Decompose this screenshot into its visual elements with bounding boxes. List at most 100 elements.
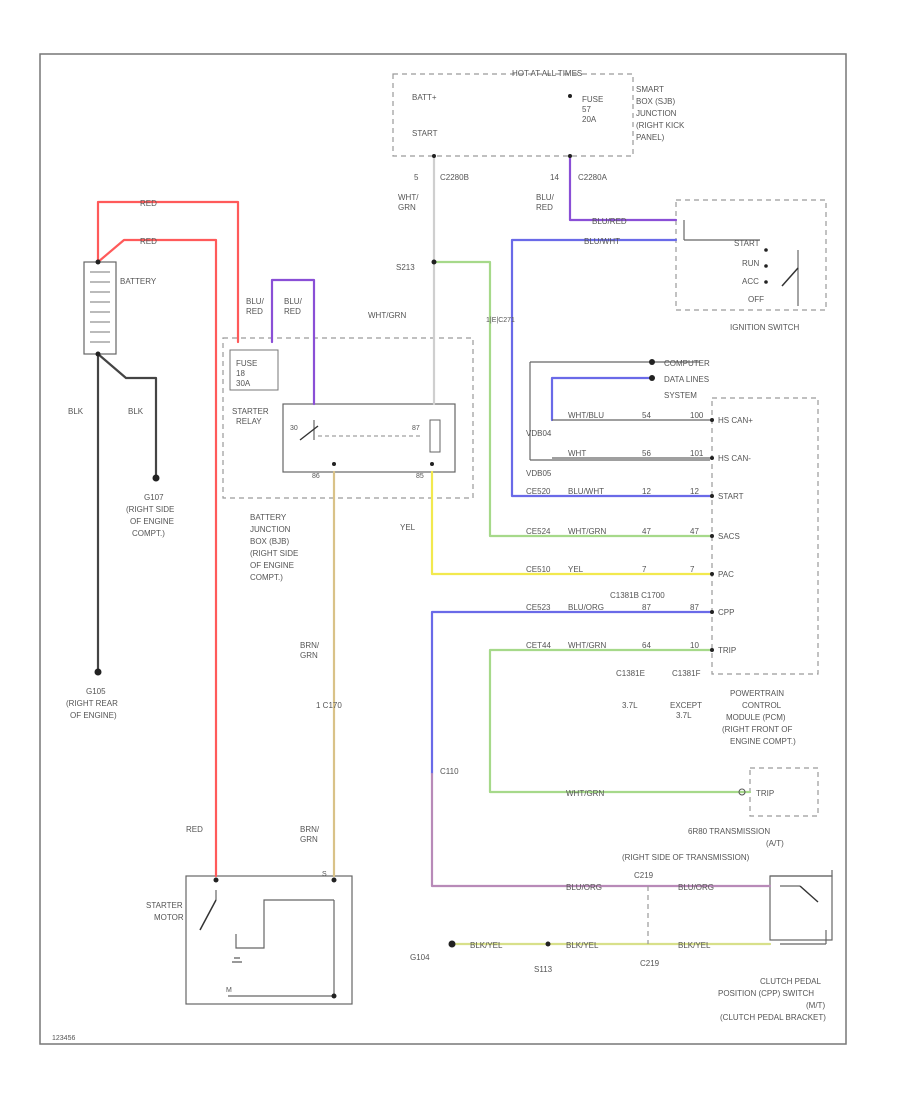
- g105-ground-icon: [94, 668, 102, 676]
- ignition-label: IGNITION SWITCH: [730, 323, 800, 332]
- trans-label-1: 6R80 TRANSMISSION: [688, 827, 770, 836]
- cpp-label-3: (M/T): [806, 1001, 825, 1010]
- brn-grn-1b: GRN: [300, 651, 318, 660]
- cpp-switch-top: [770, 870, 833, 877]
- sjb-fuse-num: 57: [582, 105, 591, 114]
- brn-grn-2a: BRN/: [300, 825, 320, 834]
- sjb-label-1: SMART: [636, 85, 664, 94]
- c219-label-1: C219: [634, 871, 654, 880]
- brn-grn-2b: GRN: [300, 835, 318, 844]
- pcm-row-pin-b: 7: [690, 565, 695, 574]
- starter-relay-box: [282, 403, 456, 473]
- purple-wire-bjb-relay: [270, 278, 316, 406]
- pcm-row-conn: CE524: [526, 527, 551, 536]
- blue-wire-data: [550, 376, 654, 422]
- pcm-row-pin-b: 10: [690, 641, 699, 650]
- cpp-wire-3: BLK/YEL: [470, 941, 503, 950]
- cpp-switch-box: [769, 875, 833, 941]
- pcm-row-pin-b: 100: [690, 411, 704, 420]
- g107-ground-icon: [152, 474, 160, 482]
- ign-wire-2: BLU/WHT: [584, 237, 620, 246]
- trans-trip-icon: [738, 788, 746, 796]
- pcm-row-pin-b: 12: [690, 487, 699, 496]
- pcm-pin-dot: [710, 610, 714, 614]
- relay-title-1: STARTER: [232, 407, 269, 416]
- conn-c2280a: C2280A: [578, 173, 608, 182]
- sjb-fuse-amp: 20A: [582, 115, 597, 124]
- sjb-label-5: PANEL): [636, 133, 665, 142]
- diagram-border: [39, 53, 847, 1045]
- trans-label-3: (RIGHT SIDE OF TRANSMISSION): [622, 853, 750, 862]
- battery-icon: [83, 261, 117, 355]
- blue-wire-start: [510, 238, 714, 498]
- wire-red-2: RED: [140, 237, 157, 246]
- g107-label-4: COMPT.): [132, 529, 165, 538]
- pcm-conn-1381f: C1381F: [672, 669, 701, 678]
- pcm-row-pin-label: PAC: [718, 570, 734, 579]
- pcm-pin-dot: [710, 418, 714, 422]
- pcm-row-pin-b: 47: [690, 527, 699, 536]
- pcm-row-conn: CE520: [526, 487, 551, 496]
- pcm-row-conn: CET44: [526, 641, 551, 650]
- ignition-switch-icon: [683, 220, 799, 306]
- diagram-code: 123456: [52, 1035, 75, 1042]
- bjb-blu-red-2a: BLU/: [284, 297, 303, 306]
- cpp-label-2: POSITION (CPP) SWITCH: [718, 989, 814, 998]
- g107-label-2: (RIGHT SIDE: [126, 505, 174, 514]
- pcm-row-pin-a: 64: [642, 641, 651, 650]
- sjb-box-title: HOT AT ALL TIMES: [512, 69, 582, 78]
- blk-wire-g107: [96, 352, 158, 480]
- pcm-label-2: CONTROL: [742, 701, 782, 710]
- pin-c2280a: 14: [550, 173, 559, 182]
- s213-label: S213: [396, 263, 415, 272]
- bjb-fuse-num: 18: [236, 369, 245, 378]
- battery-cells-icon: [90, 271, 110, 343]
- ign-pos-acc: ACC: [742, 277, 759, 286]
- relay-contacts-icon: [299, 419, 441, 466]
- wire-wht-grn-2: GRN: [398, 203, 416, 212]
- ignition-switch-box: [675, 199, 827, 311]
- brn-grn-1a: BRN/: [300, 641, 320, 650]
- trans-trip: TRIP: [756, 789, 774, 798]
- pcm-label-4: (RIGHT FRONT OF: [722, 725, 792, 734]
- g104-label: G104: [410, 953, 430, 962]
- sjb-batt-plus: BATT+: [412, 93, 437, 102]
- cpp-switch-icon: [780, 885, 827, 945]
- yel-label: YEL: [400, 523, 416, 532]
- violet-wire-cpp: [430, 772, 772, 888]
- trans-wht-grn: WHT/GRN: [566, 789, 604, 798]
- s113-label: S113: [534, 965, 553, 974]
- pcm-pin-dot: [710, 648, 714, 652]
- starter-pin-s: S: [322, 871, 327, 878]
- pcm-row-pin-a: 87: [642, 603, 651, 612]
- relay-pin-86: 86: [312, 473, 320, 480]
- red-motor-label: RED: [186, 825, 203, 834]
- cpp-label-4: (CLUTCH PEDAL BRACKET): [720, 1013, 826, 1022]
- g105-label-2: (RIGHT REAR: [66, 699, 118, 708]
- wire-blk-1: BLK: [68, 407, 84, 416]
- bjb-wht-grn: WHT/GRN: [368, 311, 406, 320]
- cpp-label-1: CLUTCH PEDAL: [760, 977, 821, 986]
- green-wire-sacs: [432, 260, 714, 538]
- pcm-row-pin-b: 101: [690, 449, 704, 458]
- cpp-wire-2: BLU/ORG: [678, 883, 714, 892]
- g104-ground-icon: [448, 940, 456, 948]
- conn-c2280b: C2280B: [440, 173, 469, 182]
- starter-motor-icon: [199, 877, 337, 999]
- sjb-start: START: [412, 129, 438, 138]
- g107-label-1: G107: [144, 493, 164, 502]
- cpp-wire-5: BLK/YEL: [678, 941, 711, 950]
- bjb-fuse-icon: [229, 349, 279, 391]
- cpp-wire-1: BLU/ORG: [566, 883, 602, 892]
- ign-pos-off: OFF: [748, 295, 764, 304]
- pcm-row-wire: YEL: [568, 565, 584, 574]
- wire-blu-red-1: BLU/: [536, 193, 555, 202]
- wire-blk-2: BLK: [128, 407, 144, 416]
- pcm-row-wire: WHT/GRN: [568, 641, 606, 650]
- s113-splice-icon: [545, 941, 551, 947]
- pcm-row-pin-label: HS CAN-: [718, 454, 751, 463]
- trans-label-2: (A/T): [766, 839, 784, 848]
- relay-pin-30: 30: [290, 425, 298, 432]
